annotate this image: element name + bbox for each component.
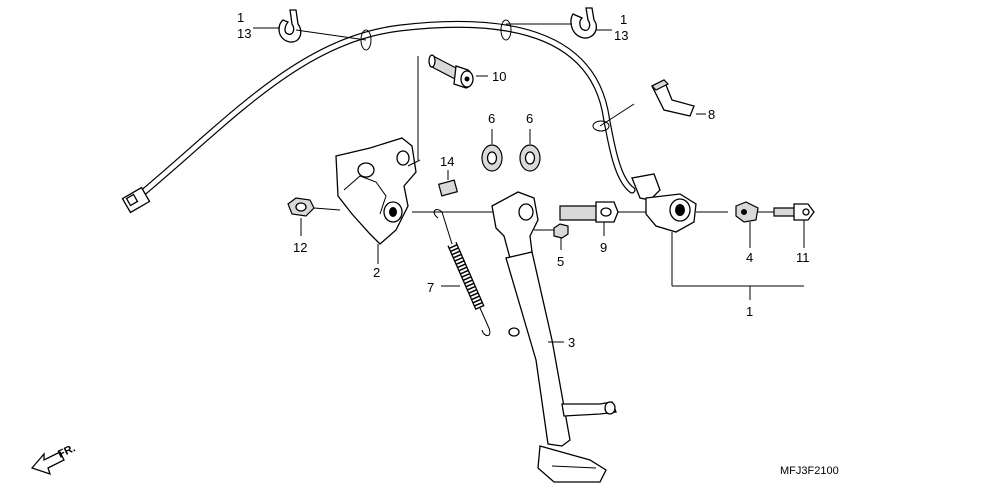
callout-10: 10 bbox=[492, 69, 506, 84]
callout-9: 9 bbox=[600, 240, 607, 255]
callout-1-bottom: 1 bbox=[746, 304, 753, 319]
bolt-part-9 bbox=[559, 201, 648, 236]
clamp-left bbox=[278, 9, 367, 43]
switch-assembly-part-1 bbox=[631, 173, 804, 300]
bolt-part-11 bbox=[773, 203, 815, 248]
direction-label: FR. bbox=[56, 442, 77, 460]
wire-harness bbox=[121, 19, 636, 214]
callout-5: 5 bbox=[557, 254, 564, 269]
callout-11: 11 bbox=[796, 250, 810, 265]
callout-14: 14 bbox=[440, 154, 454, 169]
callout-6-left: 6 bbox=[488, 111, 495, 126]
callout-7: 7 bbox=[427, 280, 434, 295]
front-direction-arrow: FR. bbox=[30, 442, 77, 476]
side-stand-part-3 bbox=[491, 191, 617, 483]
washer-pair-part-6 bbox=[481, 129, 541, 172]
callout-8: 8 bbox=[708, 107, 715, 122]
bracket-part-2 bbox=[335, 56, 500, 245]
callout-3: 3 bbox=[568, 335, 575, 350]
callout-13-right: 13 bbox=[614, 28, 628, 43]
nut-part-12 bbox=[287, 197, 341, 236]
bushing-part-4 bbox=[735, 201, 774, 248]
bracket-part-8 bbox=[599, 79, 706, 127]
callout-6-right: 6 bbox=[526, 111, 533, 126]
collar-part-14 bbox=[437, 170, 459, 197]
bolt-part-10 bbox=[428, 54, 488, 89]
callout-1-left: 1 bbox=[237, 10, 244, 25]
clamp-right bbox=[506, 7, 598, 39]
spring-part-7 bbox=[433, 209, 491, 336]
nut-part-5 bbox=[534, 223, 569, 250]
callout-13-left: 13 bbox=[237, 26, 251, 41]
callout-labels: 1 13 1 13 10 8 6 6 14 12 2 5 9 4 11 1 7 … bbox=[237, 10, 810, 350]
diagram-code: MFJ3F2100 bbox=[780, 465, 839, 477]
callout-4: 4 bbox=[746, 250, 753, 265]
callout-12: 12 bbox=[293, 240, 307, 255]
callout-1-right: 1 bbox=[620, 12, 627, 27]
callout-2: 2 bbox=[373, 265, 380, 280]
